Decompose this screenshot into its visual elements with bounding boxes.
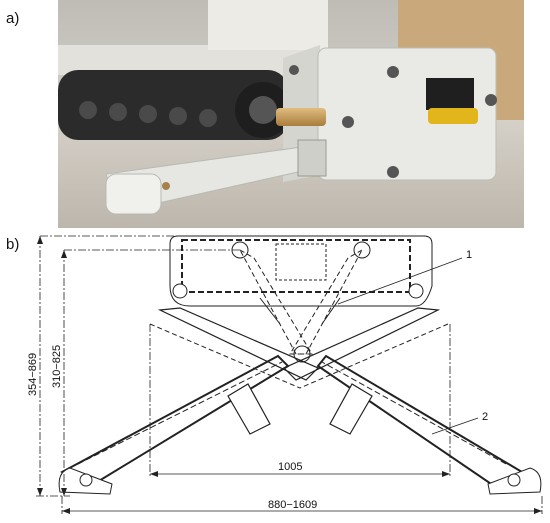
outrigger-photo [58, 0, 524, 228]
panel-label-b: b) [6, 236, 20, 253]
main-plate [169, 235, 433, 307]
outrigger-drawing: 1 2 354−869 310−825 1005 880−1609 [27, 235, 543, 514]
dim-inner-width: 1005 [278, 461, 302, 473]
dim-height-outer: 354−869 [27, 353, 39, 396]
pivot-holes [172, 241, 424, 363]
panel-label-a: a) [6, 10, 20, 27]
callout-1: 1 [466, 249, 472, 261]
dim-height-inner: 310−825 [51, 345, 63, 388]
dim-total-width: 880−1609 [268, 499, 317, 511]
callout-2: 2 [482, 411, 488, 423]
